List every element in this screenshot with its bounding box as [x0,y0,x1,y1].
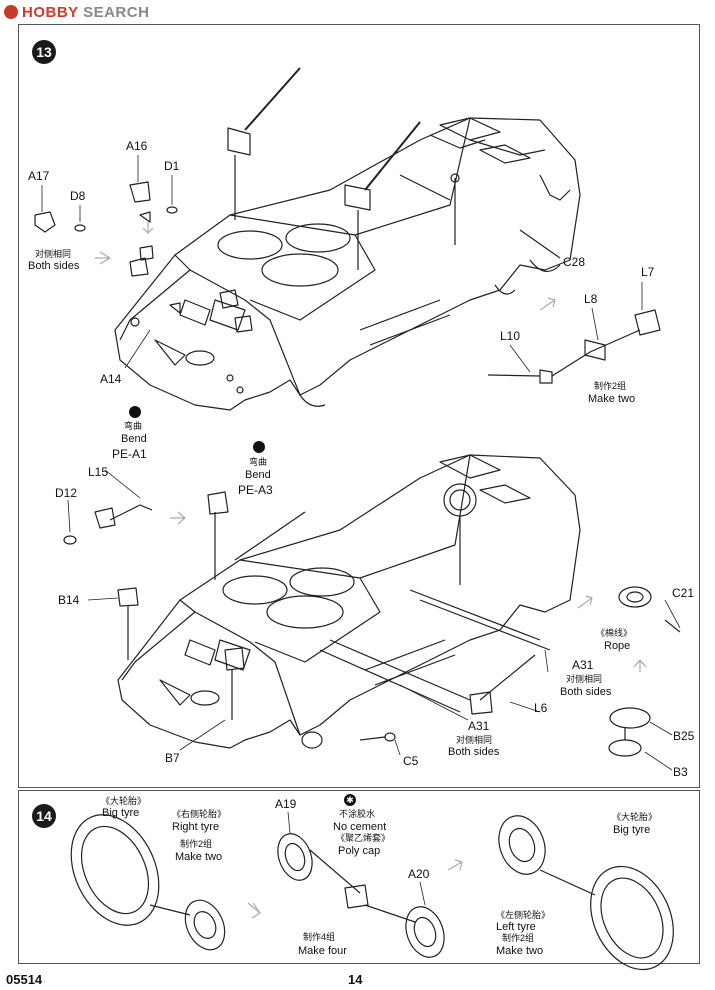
make-two-cn-14a: 制作2组 [180,839,213,849]
part-label-pe-a3: PE-A3 [238,483,273,497]
part-label-b25: B25 [673,729,695,743]
vehicle-hull-top [34,67,661,411]
big-tyre-label-1: Big tyre [102,807,140,819]
make-four-cn: 制作4组 [303,932,336,942]
part-label-l7: L7 [641,265,655,279]
part-label-c28: C28 [563,255,586,269]
big-tyre-label-2: Big tyre [613,824,651,836]
poly-cap-label: Poly cap [338,845,381,857]
part-label-a31-upper: A31 [572,658,594,672]
big-tyre-cn-1: 《大轮胎》 [101,796,147,806]
step-14-wheel-drawings [70,814,674,971]
part-label-b14: B14 [58,593,80,607]
no-cement-icon: ✱ [344,794,356,806]
part-label-a17: A17 [28,169,50,183]
logo-sub-text: SEARCH [78,4,150,21]
step-14-frame [18,790,700,964]
part-label-d1: D1 [164,159,180,173]
make-four-label: Make four [298,945,347,957]
part-label-a20: A20 [408,867,430,881]
logo-mark-icon [4,5,18,19]
left-tyre-label: Left tyre [496,921,536,933]
step-14-number: 14 [32,804,56,828]
part-label-d12: D12 [55,486,78,500]
poly-cap-cn: 《聚乙烯套》 [336,833,391,843]
bend-label-2: Bend [245,469,271,481]
leader-lines [41,155,681,906]
make-two-cn: 制作2组 [594,381,627,391]
no-cement-label: No cement [333,821,387,833]
both-sides-cn: 对侧相同 [35,249,72,259]
bend-label-1: Bend [121,433,147,445]
part-label-l15: L15 [88,465,109,479]
make-two-label: Make two [588,393,636,405]
part-label-pe-a1: PE-A1 [112,447,147,461]
right-tyre-label: Right tyre [172,821,220,833]
part-label-a19: A19 [275,797,297,811]
vehicle-hull-lower [63,454,681,757]
bend-icon [129,406,141,418]
part-label-c5: C5 [403,754,419,768]
both-sides-label-2: Both sides [560,686,612,698]
part-label-b7: B7 [165,751,180,765]
part-label-l6: L6 [534,701,548,715]
no-cement-cn: 不涂胶水 [339,809,376,819]
hobby-search-logo: HOBBY SEARCH [4,2,304,24]
both-sides-label-3: Both sides [448,746,500,758]
bend-cn-1: 弯曲 [124,421,143,431]
right-tyre-cn: 《右侧轮胎》 [172,809,227,819]
part-label-a31-lower: A31 [468,719,490,733]
make-two-label-14b: Make two [496,945,544,957]
both-sides-label: Both sides [28,260,80,272]
rope-cn: 《棉线》 [596,628,633,638]
left-tyre-cn: 《左侧轮胎》 [496,910,551,920]
make-two-label-14a: Make two [175,851,223,863]
kit-code: 05514 [6,972,43,987]
rope-label: Rope [604,640,631,652]
part-label-d8: D8 [70,189,86,203]
part-label-l10: L10 [500,329,521,343]
step-13-number: 13 [32,40,56,64]
part-label-b3: B3 [673,765,688,779]
big-tyre-cn-2: 《大轮胎》 [612,812,658,822]
make-two-cn-14b: 制作2组 [502,933,535,943]
bend-icon-2 [253,441,265,453]
page-number: 14 [348,972,363,987]
logo-main-text: HOBBY [22,4,79,21]
both-sides-cn-2: 对侧相同 [566,674,603,684]
part-label-a16: A16 [126,139,148,153]
part-label-l8: L8 [584,292,598,306]
bend-cn-2: 弯曲 [249,457,268,467]
part-label-c21: C21 [672,586,695,600]
step-13-frame [18,24,700,788]
part-label-a14: A14 [100,372,122,386]
both-sides-cn-3: 对侧相同 [456,735,493,745]
